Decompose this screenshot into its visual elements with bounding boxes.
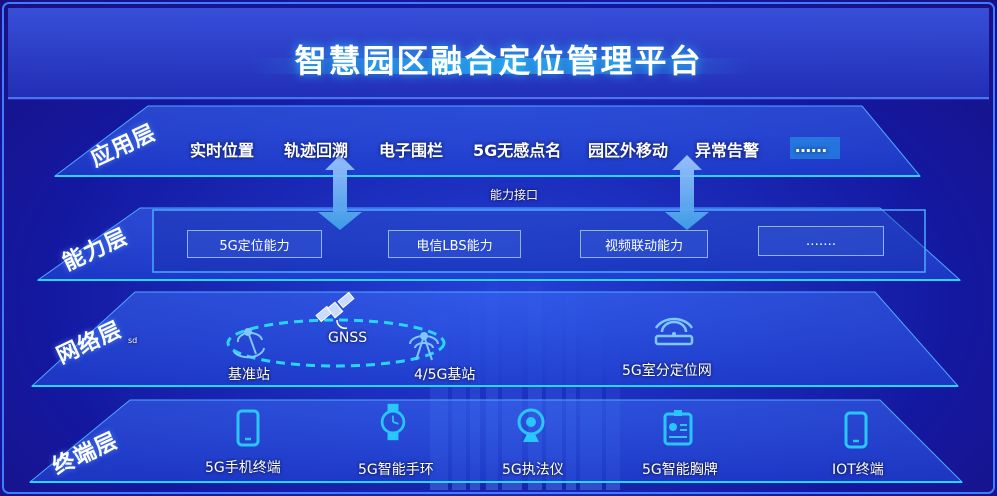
app-item-realtime-location: 实时位置	[190, 141, 255, 160]
terminal-label-phone: 5G手机终端	[205, 460, 281, 476]
capability-5g-positioning: 5G定位能力	[187, 230, 322, 258]
network-label-reference-station: 基准站	[228, 367, 270, 383]
cell-tower-icon	[409, 332, 439, 361]
network-label-indoor-positioning: 5G室分定位网	[622, 363, 712, 379]
phone-icon	[236, 409, 260, 447]
capability-more: …….	[758, 226, 884, 256]
app-item-5g-rollcall: 5G无感点名	[473, 141, 562, 160]
network-label-base-station: 4/5G基站	[414, 367, 476, 383]
capability-interface-label: 能力接口	[490, 188, 539, 202]
capability-telecom-lbs: 电信LBS能力	[388, 230, 521, 258]
page-title: 智慧园区融合定位管理平台	[294, 42, 703, 80]
network-label-gnss: GNSS	[328, 330, 368, 346]
app-item-trajectory-playback: 轨迹回溯	[284, 141, 349, 160]
terminal-label-recorder: 5G执法仪	[502, 462, 564, 478]
app-item-more: ……	[795, 137, 827, 156]
wifi-router-icon	[654, 317, 694, 346]
smartwatch-icon	[380, 403, 406, 441]
app-item-abnormal-alarm: 异常告警	[695, 141, 760, 160]
app-item-geofence: 电子围栏	[379, 141, 444, 160]
terminal-label-iot: IOT终端	[832, 462, 884, 478]
iot-device-icon	[844, 411, 868, 449]
satellite-icon	[315, 292, 355, 329]
terminal-label-wristband: 5G智能手环	[358, 462, 434, 478]
base-station-icon	[233, 328, 265, 359]
badge-icon	[663, 410, 693, 446]
capability-video-linkage: 视频联动能力	[580, 230, 708, 258]
app-item-off-park-movement: 园区外移动	[588, 141, 669, 160]
terminal-label-badge: 5G智能胸牌	[642, 462, 718, 478]
network-small-text: sd	[128, 336, 138, 345]
camera-icon	[517, 408, 545, 442]
